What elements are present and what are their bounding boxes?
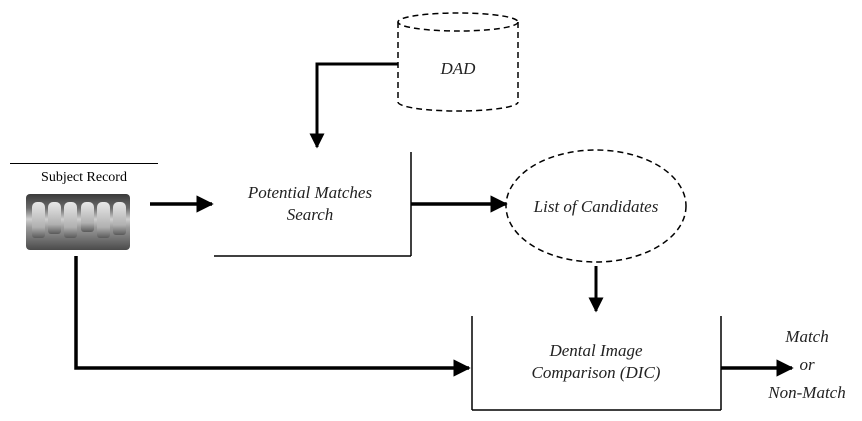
- match-output-label: Match or Non-Match: [755, 323, 859, 407]
- subject-record-label: Subject Record: [10, 163, 158, 186]
- dental-xray-image: [26, 194, 130, 250]
- dental-image-comparison-box: [471, 316, 722, 411]
- arrow-record-to-dic: [74, 256, 471, 377]
- potential-matches-line-1: Potential Matches: [247, 183, 373, 202]
- potential-matches-search-label: Potential Matches Search: [220, 182, 400, 226]
- output-match: Match: [785, 327, 829, 346]
- dic-line-2: Comparison (DIC): [531, 363, 661, 382]
- dad-database-cylinder: [397, 12, 519, 112]
- dental-image-comparison-label: Dental Image Comparison (DIC): [478, 340, 714, 384]
- dad-label: DAD: [440, 59, 476, 78]
- output-or: or: [799, 355, 815, 374]
- output-non-match: Non-Match: [768, 383, 846, 402]
- potential-matches-line-2: Search: [286, 205, 334, 224]
- dic-line-1: Dental Image: [549, 341, 643, 360]
- list-of-candidates-label: List of Candidates: [533, 197, 659, 216]
- arrow-dad-to-search: [309, 62, 398, 149]
